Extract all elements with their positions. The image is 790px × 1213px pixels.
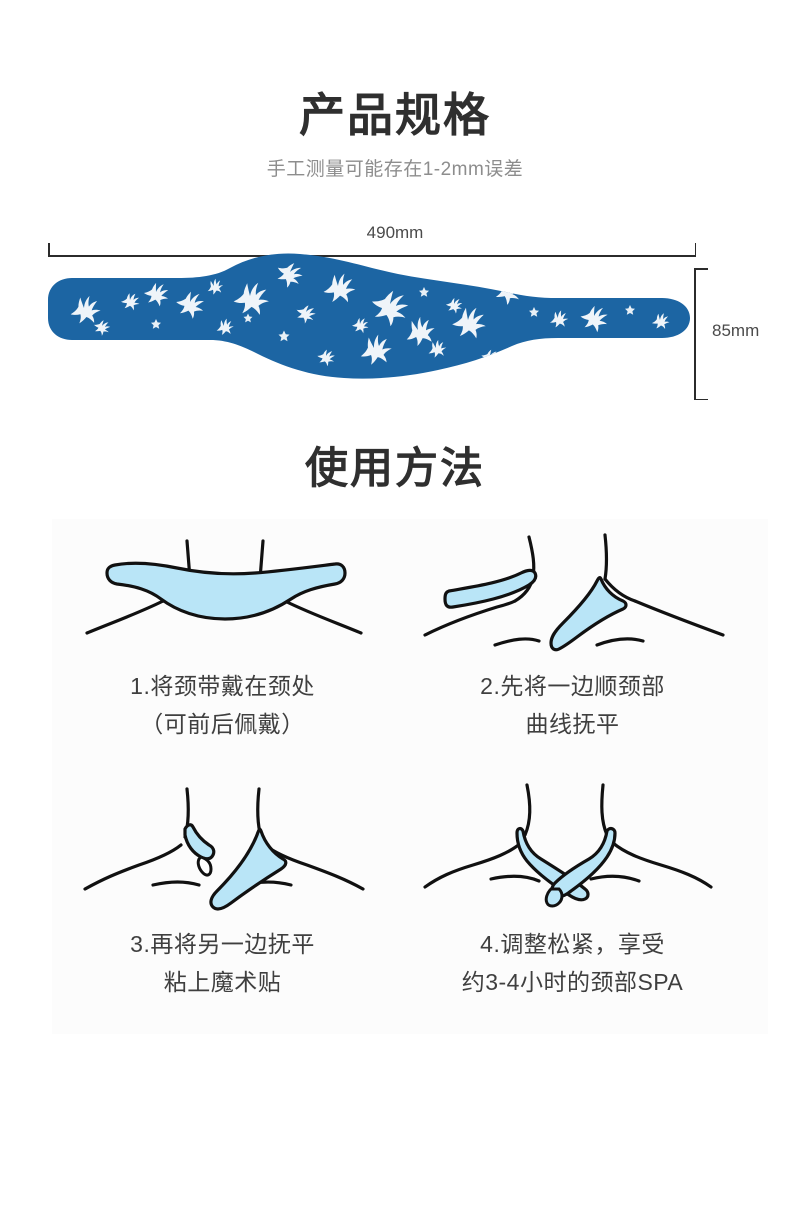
height-dimension-label: 85mm — [712, 321, 760, 340]
usage-step-4-line1: 4.调整松紧，享受 — [480, 931, 665, 957]
usage-step-1-line1: 1.将颈带戴在颈处 — [130, 673, 315, 699]
usage-step-1: 1.将颈带戴在颈处 （可前后佩戴） — [45, 519, 400, 777]
usage-step-4-line2: 约3-4小时的颈部SPA — [461, 969, 684, 995]
neck-band-fastened-illustration-icon — [409, 781, 739, 921]
specification-section: 产品规格 手工测量可能存在1-2mm误差 490mm 85mm — [0, 0, 790, 440]
usage-section-title: 使用方法 — [305, 445, 485, 493]
neck-band-one-side-smooth-illustration-icon — [409, 523, 739, 663]
height-bracket-tick-bottom — [694, 398, 708, 400]
usage-step-3-caption: 3.再将另一边抚平 粘上魔术贴 — [45, 925, 400, 1001]
height-bracket-bar — [694, 268, 696, 400]
usage-step-3: 3.再将另一边抚平 粘上魔术贴 — [45, 777, 400, 1035]
usage-step-4: 4.调整松紧，享受 约3-4小时的颈部SPA — [395, 777, 750, 1035]
width-dimension-bracket — [48, 243, 696, 257]
usage-step-1-line2: （可前后佩戴） — [140, 711, 305, 737]
width-dimension-label: 490mm — [366, 223, 424, 242]
usage-step-1-caption: 1.将颈带戴在颈处 （可前后佩戴） — [45, 667, 400, 743]
height-dimension-bracket — [694, 268, 708, 400]
usage-step-4-caption: 4.调整松紧，享受 约3-4小时的颈部SPA — [395, 925, 750, 1001]
page-subtitle: 手工测量可能存在1-2mm误差 — [266, 159, 524, 180]
width-bracket-bar — [48, 255, 696, 257]
neck-band-other-side-smooth-illustration-icon — [59, 781, 389, 921]
page-title: 产品规格 — [299, 89, 491, 141]
usage-steps-grid: 1.将颈带戴在颈处 （可前后佩戴） — [0, 519, 790, 1034]
usage-step-2: 2.先将一边顺颈部 曲线抚平 — [395, 519, 750, 777]
width-bracket-tick-left — [48, 243, 50, 256]
neck-band-product-image — [38, 252, 698, 404]
width-bracket-tick-right — [694, 243, 696, 256]
usage-step-2-line1: 2.先将一边顺颈部 — [480, 673, 665, 699]
height-bracket-tick-top — [694, 268, 708, 270]
neck-band-worn-illustration-icon — [59, 523, 389, 663]
usage-step-3-line2: 粘上魔术贴 — [163, 969, 282, 995]
usage-step-3-line1: 3.再将另一边抚平 — [130, 931, 315, 957]
usage-step-2-caption: 2.先将一边顺颈部 曲线抚平 — [395, 667, 750, 743]
usage-step-2-line2: 曲线抚平 — [525, 711, 620, 737]
